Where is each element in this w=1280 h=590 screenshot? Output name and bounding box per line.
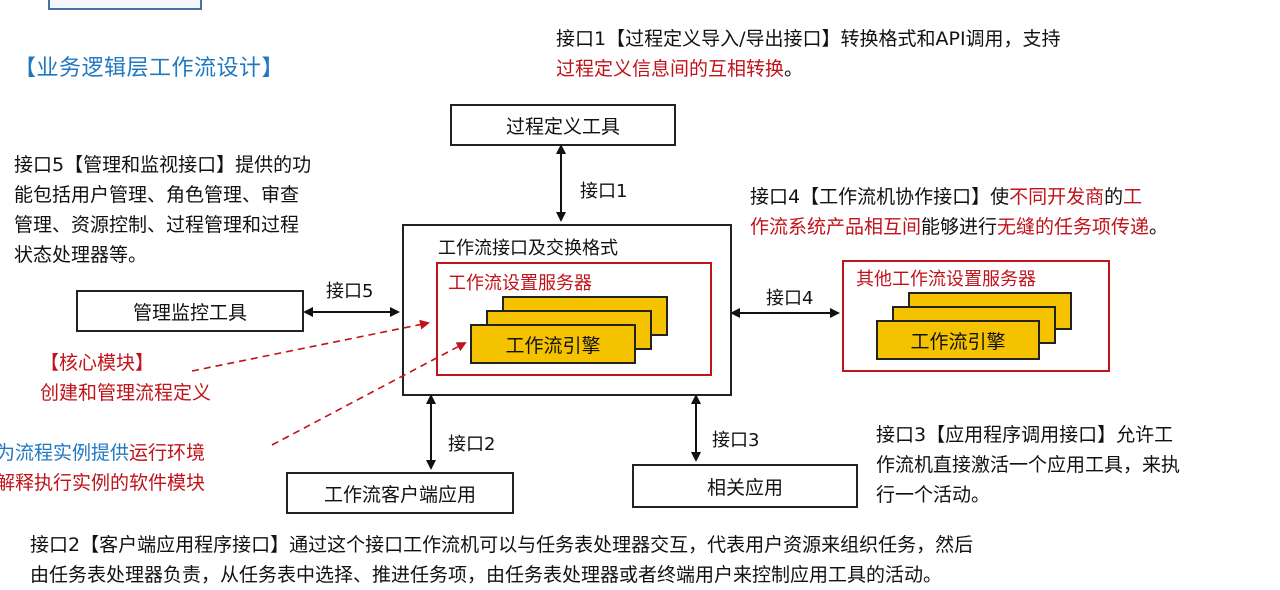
runtime-pointer: [271, 342, 467, 446]
interface4-highlight: 工: [1123, 186, 1143, 208]
interface4-highlight: 无缝的任务项传递: [997, 216, 1150, 238]
section-title: 【业务逻辑层工作流设计】: [14, 56, 285, 81]
interface2-note-line: 接口2【客户端应用程序接口】通过这个接口工作流机可以与任务表处理器交互，代表用户…: [30, 534, 974, 556]
interface3-note-line: 行一个活动。: [876, 484, 991, 506]
header-remnant: [48, 0, 202, 10]
interface4-text: 的: [1104, 186, 1124, 208]
interface4-text: 。: [1149, 216, 1169, 238]
interface4-highlight: 作流系统产品相互间: [750, 216, 922, 238]
interface1-label: 接口1: [580, 181, 628, 202]
interface4-label: 接口4: [766, 288, 814, 309]
interface5-note-line: 状态处理器等。: [14, 244, 148, 266]
core-module-note: 【核心模块】 创建和管理流程定义: [40, 348, 211, 408]
interface5-note: 接口5【管理和监视接口】提供的功 能包括用户管理、角色管理、审查 管理、资源控制…: [14, 150, 311, 270]
interface4-note-line1: 接口4【工作流机协作接口】使不同开发商的工: [750, 182, 1280, 212]
interface5-note-line: 管理、资源控制、过程管理和过程: [14, 214, 300, 236]
interface2-label: 接口2: [448, 434, 496, 455]
management-monitor-tool-box: 管理监控工具: [76, 290, 304, 332]
workflow-interface-frame-title: 工作流接口及交换格式: [438, 238, 618, 259]
engine-card-front: 工作流引擎: [470, 324, 636, 364]
other-engine-card-front: 工作流引擎: [876, 320, 1040, 360]
interface2-note-line: 由任务表处理器负责，从任务表中选择、推进任务项，由任务表处理器或者终端用户来控制…: [30, 564, 943, 586]
runtime-highlight-blue: 为流程实例提供: [0, 442, 130, 464]
other-workflow-server-title: 其他工作流设置服务器: [856, 269, 1036, 290]
runtime-note-line1: 为流程实例提供运行环境: [0, 438, 205, 468]
workflow-client-app-box: 工作流客户端应用: [286, 472, 514, 514]
interface3-label: 接口3: [712, 430, 760, 451]
interface2-note: 接口2【客户端应用程序接口】通过这个接口工作流机可以与任务表处理器交互，代表用户…: [30, 530, 973, 590]
core-module-title: 【核心模块】: [40, 352, 155, 374]
interface3-note: 接口3【应用程序调用接口】允许工 作流机直接激活一个应用工具，来执 行一个活动。: [876, 420, 1180, 510]
runtime-highlight-red: 运行环境: [129, 442, 206, 464]
process-definition-tool-box: 过程定义工具: [450, 104, 676, 146]
other-workflow-server-box: [842, 260, 1110, 372]
workflow-server-box: [436, 262, 712, 376]
interface4-highlight: 不同开发商: [1009, 186, 1105, 208]
interface1-note-line2: 过程定义信息间的互相转换。: [556, 54, 1061, 84]
interface1-end: 。: [784, 58, 804, 80]
interface4-text: 接口4【工作流机协作接口】使: [750, 186, 1010, 208]
interface3-note-line: 作流机直接激活一个应用工具，来执: [876, 454, 1181, 476]
core-module-pointer: [191, 319, 430, 372]
runtime-note: 为流程实例提供运行环境 解释执行实例的软件模块: [0, 438, 205, 498]
runtime-note-line2: 解释执行实例的软件模块: [0, 472, 206, 494]
interface4-note: 接口4【工作流机协作接口】使不同开发商的工 作流系统产品相互间能够进行无缝的任务…: [750, 182, 1280, 242]
interface1-highlight: 过程定义信息间的互相转换: [556, 58, 785, 80]
interface5-note-line: 接口5【管理和监视接口】提供的功: [14, 154, 312, 176]
related-application-box: 相关应用: [632, 464, 858, 508]
interface1-note-line1: 接口1【过程定义导入/导出接口】转换格式和API调用，支持: [556, 28, 1061, 50]
interface5-note-line: 能包括用户管理、角色管理、审查: [14, 184, 300, 206]
interface3-note-line: 接口3【应用程序调用接口】允许工: [876, 424, 1174, 446]
core-module-desc: 创建和管理流程定义: [40, 382, 212, 404]
interface4-note-line2: 作流系统产品相互间能够进行无缝的任务项传递。: [750, 212, 1280, 242]
interface4-text: 能够进行: [921, 216, 998, 238]
interface5-label: 接口5: [326, 281, 374, 302]
interface1-note: 接口1【过程定义导入/导出接口】转换格式和API调用，支持 过程定义信息间的互相…: [556, 24, 1061, 84]
workflow-server-title: 工作流设置服务器: [448, 273, 592, 294]
